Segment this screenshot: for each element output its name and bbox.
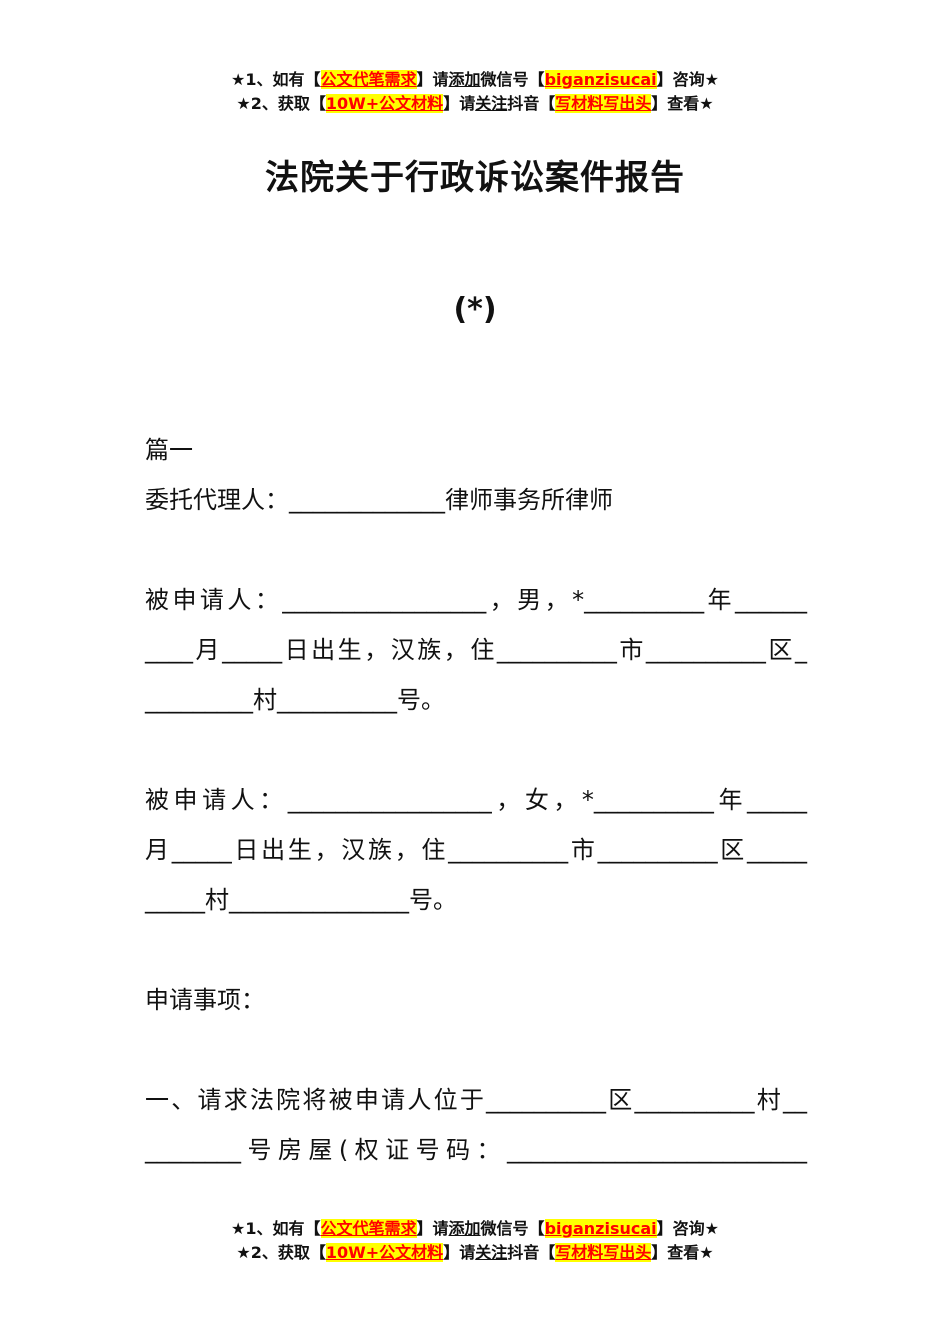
promo-text: ★2、获取【 xyxy=(236,94,326,113)
promo-line-2: ★2、获取【10W+公文材料】请关注抖音【写材料写出头】查看★ xyxy=(0,92,950,116)
promo-text: ★1、如有【 xyxy=(231,70,321,89)
promo-text: 】请 xyxy=(443,1243,476,1262)
promo-line-1: ★1、如有【公文代笔需求】请添加微信号【biganzisucai】咨询★ xyxy=(0,1217,950,1241)
promo-highlight: 公文代笔需求 xyxy=(320,70,417,89)
promo-line-1: ★1、如有【公文代笔需求】请添加微信号【biganzisucai】咨询★ xyxy=(0,68,950,92)
respondent-1-line-2: ____月_____日出生，汉族，住__________市__________区… xyxy=(145,636,807,664)
promo-wechat-id: biganzisucai xyxy=(544,70,657,89)
promo-text: 微信号【 xyxy=(480,1219,545,1238)
promo-text: ★2、获取【 xyxy=(236,1243,326,1262)
promo-text: ★1、如有【 xyxy=(231,1219,321,1238)
claim-1-line-1: 一、请求法院将被申请人位于__________区__________村__ xyxy=(145,1086,807,1114)
respondent-1-line-3: _________村__________号。 xyxy=(145,686,445,714)
promo-text: 】咨询★ xyxy=(656,70,719,89)
promo-text: 微信号【 xyxy=(480,70,545,89)
promo-text: 】查看★ xyxy=(651,94,714,113)
claim-1-line-2: ________号房屋(权证号码：_______________________… xyxy=(145,1136,807,1164)
promo-text: 抖音【 xyxy=(507,94,556,113)
promo-banner-bottom: ★1、如有【公文代笔需求】请添加微信号【biganzisucai】咨询★ ★2、… xyxy=(0,1217,950,1265)
promo-banner-top: ★1、如有【公文代笔需求】请添加微信号【biganzisucai】咨询★ ★2、… xyxy=(0,68,950,116)
promo-text: 】请 xyxy=(443,94,476,113)
promo-underlined: 关注 xyxy=(475,94,508,113)
document-title: 法院关于行政诉讼案件报告 xyxy=(265,158,685,198)
promo-underlined: 添加 xyxy=(448,1219,481,1238)
promo-highlight: 10W+公文材料 xyxy=(325,94,444,113)
promo-text: 】咨询★ xyxy=(656,1219,719,1238)
agent-line: 委托代理人：_____________律师事务所律师 xyxy=(145,486,613,514)
promo-text: 抖音【 xyxy=(507,1243,556,1262)
promo-douyin-id: 写材料写出头 xyxy=(555,1243,652,1262)
claims-heading: 申请事项： xyxy=(145,986,265,1014)
promo-underlined: 添加 xyxy=(448,70,481,89)
respondent-2-line-2: 月_____日出生，汉族，住__________市__________区____… xyxy=(145,836,807,864)
document-subtitle: (*) xyxy=(453,292,497,327)
promo-underlined: 关注 xyxy=(475,1243,508,1262)
respondent-2-line-3: _____村_______________号。 xyxy=(145,886,457,914)
promo-line-2: ★2、获取【10W+公文材料】请关注抖音【写材料写出头】查看★ xyxy=(0,1241,950,1265)
promo-highlight: 公文代笔需求 xyxy=(320,1219,417,1238)
promo-text: 】请 xyxy=(416,1219,449,1238)
promo-wechat-id: biganzisucai xyxy=(544,1219,657,1238)
promo-highlight: 10W+公文材料 xyxy=(325,1243,444,1262)
promo-text: 】请 xyxy=(416,70,449,89)
section-label: 篇一 xyxy=(145,436,193,464)
respondent-1-line-1: 被申请人：_________________，男，*__________年___… xyxy=(145,586,807,614)
document-body: 篇一 委托代理人：_____________律师事务所律师 被申请人：_____… xyxy=(145,425,807,1175)
respondent-2-line-1: 被申请人：_________________，女，*__________年___… xyxy=(145,786,807,814)
promo-douyin-id: 写材料写出头 xyxy=(555,94,652,113)
promo-text: 】查看★ xyxy=(651,1243,714,1262)
